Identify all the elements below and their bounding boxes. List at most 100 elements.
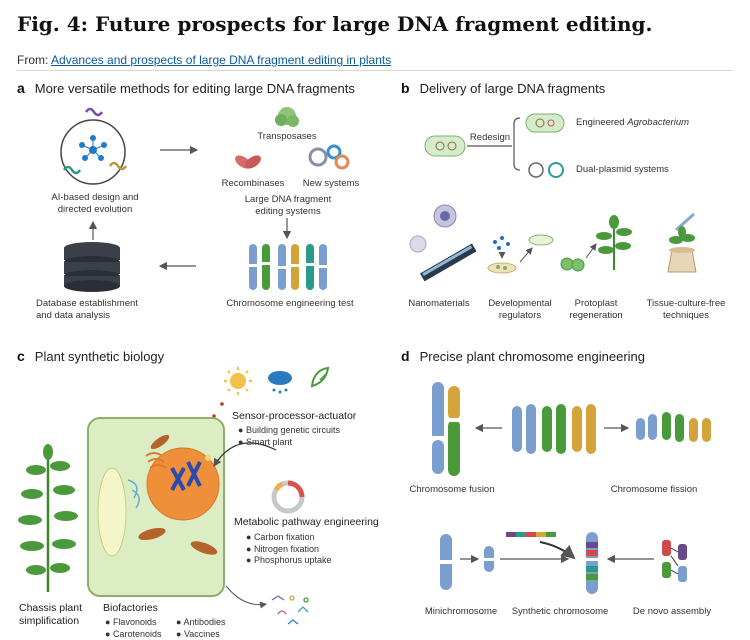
editing-systems-label-line1: Large DNA fragment	[244, 194, 332, 205]
dev-regulators-line2: regulators	[498, 310, 542, 321]
metabolic-item: ● Carbon fixation	[246, 532, 315, 542]
biofactories-title: Biofactories	[103, 602, 158, 614]
source-link[interactable]: Advances and prospects of large DNA frag…	[51, 53, 392, 67]
biofactory-item-text: Vaccines	[183, 628, 220, 639]
synthetic-chromosome-icon	[586, 532, 598, 594]
tissue-free-line1: Tissue-culture-free	[646, 298, 726, 309]
agro-prefix: Engineered	[576, 117, 628, 128]
panel-c-title: Plant synthetic biology	[34, 349, 165, 364]
panel-a-letter: a	[17, 80, 25, 96]
database-label: Database establishment and data analysis	[36, 298, 138, 322]
metabolic-item-text: Phosphorus uptake	[253, 555, 332, 565]
biofactory-item: ● Flavonoids	[105, 617, 157, 627]
tissue-free-label: Tissue-culture-free techniques	[636, 298, 736, 322]
redesign-label: Redesign	[469, 132, 511, 143]
dual-plasmid-label: Dual-plasmid systems	[576, 164, 669, 175]
database-label-line1: Database establishment	[36, 298, 138, 309]
source-line: From: Advances and prospects of large DN…	[17, 53, 391, 67]
biofactory-molecules-icon	[271, 595, 309, 625]
database-label-line2: and data analysis	[36, 310, 110, 321]
engineered-agrobacterium-icon	[525, 113, 565, 133]
tissue-free-icon	[667, 212, 697, 273]
chromosome-test-icon	[249, 244, 327, 290]
protoplast-line2: regeneration	[569, 310, 623, 321]
database-icon	[64, 242, 120, 292]
panel-b-title: Delivery of large DNA fragments	[419, 81, 606, 96]
ai-design-label: AI-based design and directed evolution	[40, 192, 150, 216]
panel-d-letter: d	[401, 348, 410, 364]
biofactory-item-text: Flavonoids	[112, 617, 157, 627]
chassis-line1: Chassis plant	[19, 602, 83, 614]
metabolic-item: ● Nitrogen fixation	[246, 543, 319, 554]
recombinase-icon	[235, 155, 261, 169]
synthetic-fragment-icon	[506, 532, 576, 560]
sun-icon	[224, 367, 252, 395]
panel-d-heading: d Precise plant chromosome engineering	[401, 348, 645, 364]
metabolic-list: ● Carbon fixation ● Nitrogen fixation ● …	[246, 532, 332, 567]
sensor-item-text: Smart plant	[245, 436, 292, 447]
plasmid-icon	[271, 480, 305, 514]
de-novo-label: De novo assembly	[632, 606, 712, 617]
sensor-item: ● Building genetic circuits	[238, 425, 340, 435]
editing-systems-label: Large DNA fragment editing systems	[228, 194, 348, 218]
agrobacterium-source-icon	[424, 135, 466, 157]
recombinases-label: Recombinases	[221, 178, 285, 189]
metabolic-item-text: Carbon fixation	[253, 532, 315, 542]
fusion-label: Chromosome fusion	[409, 484, 495, 495]
protoplast-line1: Protoplast	[574, 298, 618, 309]
chassis-label: Chassis plant simplification	[19, 602, 82, 628]
synthetic-chromosome-label: Synthetic chromosome	[511, 606, 609, 617]
chassis-line2: simplification	[19, 615, 80, 627]
minichromosome-source-icon	[440, 534, 452, 590]
panel-c-heading: c Plant synthetic biology	[17, 348, 164, 364]
biofactory-item: ● Vaccines	[176, 628, 220, 639]
chromosome-test-label: Chromosome engineering test	[226, 298, 354, 309]
minichromosome-label: Minichromosome	[424, 606, 498, 617]
protoplast-icon	[560, 215, 632, 272]
editing-systems-label-line2: editing systems	[255, 206, 321, 217]
ai-design-label-line2: directed evolution	[57, 204, 133, 215]
new-systems-icon	[308, 144, 350, 170]
protoplast-label: Protoplast regeneration	[564, 298, 628, 322]
ai-design-label-line1: AI-based design and	[51, 192, 139, 203]
nanomaterials-icon	[409, 204, 477, 282]
biofactories-list-col2: ● Antibodies ● Vaccines	[176, 617, 225, 640]
agro-italic: Agrobacterium	[627, 117, 690, 128]
leaf-sprout-icon	[310, 366, 330, 388]
biofactory-item-text: Antibodies	[183, 617, 226, 627]
minichromosome-icon	[484, 546, 494, 572]
tissue-free-line2: techniques	[663, 310, 709, 321]
panel-c-letter: c	[17, 348, 25, 364]
rain-cloud-icon	[268, 371, 292, 394]
header-divider	[17, 70, 733, 71]
panel-d-title: Precise plant chromosome engineering	[419, 349, 646, 364]
fused-chromosome-icon	[432, 382, 460, 476]
source-chromosomes-icon	[512, 404, 596, 454]
panel-b-letter: b	[401, 80, 410, 96]
biofactory-item-text: Carotenoids	[112, 628, 162, 639]
dual-plasmid-icon	[528, 162, 564, 178]
engineered-agrobacterium-label: Engineered Agrobacterium	[576, 117, 689, 129]
tomato-plant-icon	[18, 444, 78, 592]
developmental-regulators-icon	[487, 234, 554, 274]
ai-cycle-icon	[60, 107, 128, 185]
nanomaterials-label: Nanomaterials	[408, 298, 470, 309]
sensor-item-text: Building genetic circuits	[245, 425, 340, 435]
fission-label: Chromosome fission	[610, 484, 698, 495]
metabolic-item: ● Phosphorus uptake	[246, 555, 332, 565]
panel-a-title: More versatile methods for editing large…	[34, 81, 355, 96]
sensor-list: ● Building genetic circuits ● Smart plan…	[238, 425, 340, 448]
panel-a-heading: a More versatile methods for editing larg…	[17, 80, 355, 96]
fissioned-chromosomes-icon	[636, 412, 711, 442]
sensor-item: ● Smart plant	[238, 436, 292, 447]
dev-regulators-line1: Developmental	[488, 298, 552, 309]
developmental-regulators-label: Developmental regulators	[484, 298, 556, 322]
metabolic-item-text: Nitrogen fixation	[253, 543, 319, 554]
panel-b-heading: b Delivery of large DNA fragments	[401, 80, 605, 96]
biofactory-item: ● Antibodies	[176, 617, 226, 627]
metabolic-title: Metabolic pathway engineering	[234, 516, 379, 528]
new-systems-label: New systems	[302, 178, 360, 189]
sensor-title: Sensor-processor-actuator	[232, 410, 357, 422]
biofactory-item: ● Carotenoids	[105, 628, 162, 639]
